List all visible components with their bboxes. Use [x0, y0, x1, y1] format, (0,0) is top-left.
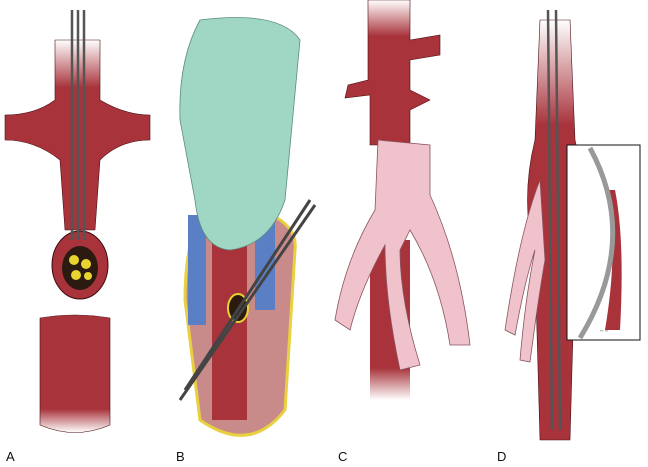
- panel-label-a: A: [6, 449, 15, 464]
- clamp-icon: [178, 199, 317, 401]
- panel-d-illustration: ~ ~: [504, 9, 641, 441]
- panel-label-c: C: [338, 449, 348, 464]
- panel-label-b: B: [176, 449, 185, 464]
- clamp-icon: [546, 9, 562, 431]
- panel-b-illustration: [178, 17, 317, 437]
- panel-label-d: D: [497, 449, 507, 464]
- graft: [334, 139, 471, 371]
- glove: [179, 17, 301, 251]
- panel-c-illustration: [334, 0, 471, 400]
- plaque-icon: [69, 255, 92, 280]
- clamp-icon: [70, 10, 86, 240]
- vein: [188, 215, 206, 325]
- signature: ~ ~: [600, 329, 609, 335]
- panel-a-illustration: [4, 10, 151, 433]
